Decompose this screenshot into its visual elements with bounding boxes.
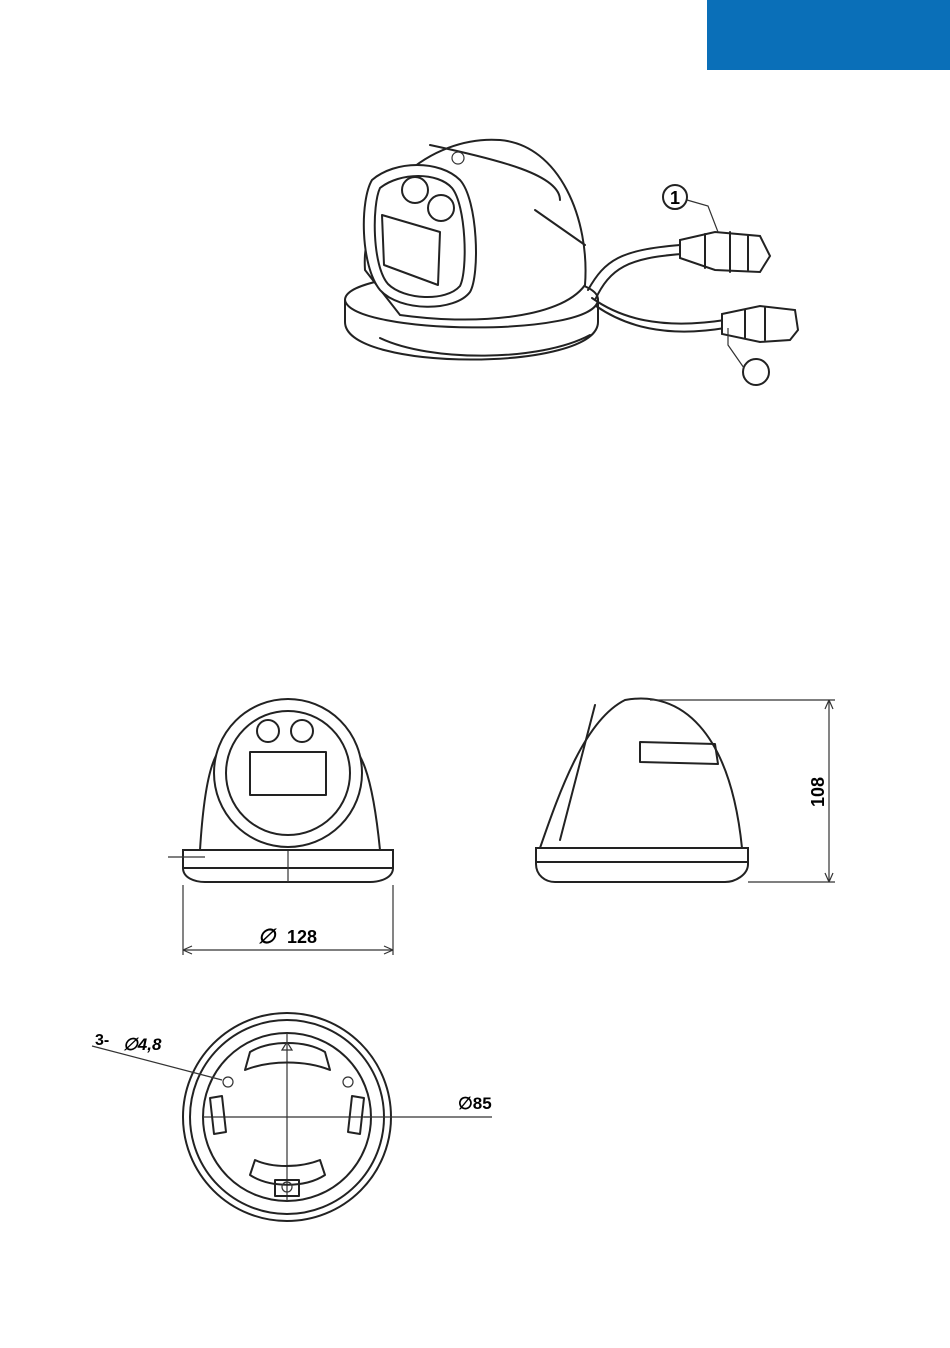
height-dimension-label: 108 (808, 777, 828, 807)
front-view: ∅ 128 (168, 699, 393, 955)
perspective-view: 1 (345, 140, 798, 385)
callout-2-marker (743, 359, 769, 385)
mount-diameter-label: ∅85 (458, 1094, 492, 1113)
width-dimension-symbol: ∅ (258, 926, 277, 948)
side-view: 108 (536, 699, 835, 882)
holes-diameter-label: ∅4,8 (123, 1035, 162, 1054)
holes-count-label: 3- (95, 1032, 109, 1049)
width-dimension-label: 128 (287, 927, 317, 947)
callout-1-label: 1 (670, 188, 680, 208)
bottom-view: 3- ∅4,8 ∅85 (92, 1013, 492, 1221)
